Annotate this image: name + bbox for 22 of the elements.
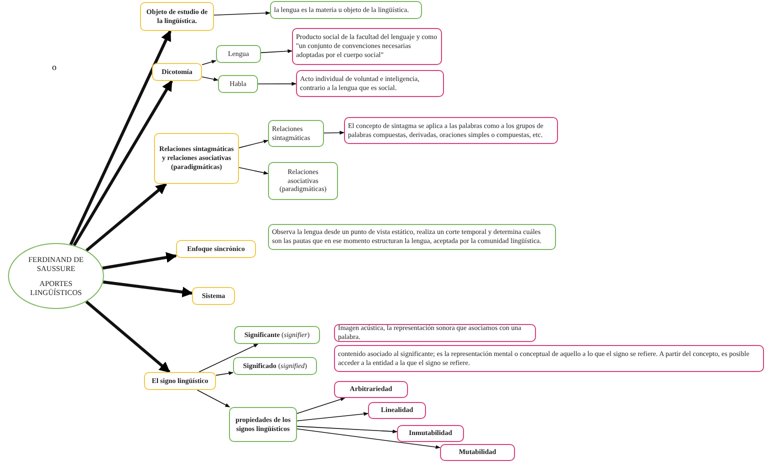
arrow — [260, 49, 292, 54]
arrow — [202, 60, 216, 66]
arrow — [72, 80, 173, 246]
arrow — [102, 252, 178, 270]
arrow — [238, 167, 268, 175]
arrow — [258, 82, 296, 86]
arrow — [198, 344, 258, 372]
arrow — [85, 300, 170, 374]
arrow — [202, 76, 218, 82]
arrow — [238, 140, 268, 148]
arrow — [69, 30, 172, 246]
arrow — [296, 426, 398, 434]
arrow — [296, 412, 368, 422]
arrow — [296, 398, 346, 414]
arrow — [324, 130, 344, 135]
arrow — [296, 428, 440, 449]
arrow — [86, 182, 167, 252]
arrow — [103, 280, 194, 298]
note-text: o — [52, 62, 56, 72]
arrow — [196, 390, 230, 408]
arrow — [216, 371, 234, 376]
arrow — [214, 11, 270, 16]
